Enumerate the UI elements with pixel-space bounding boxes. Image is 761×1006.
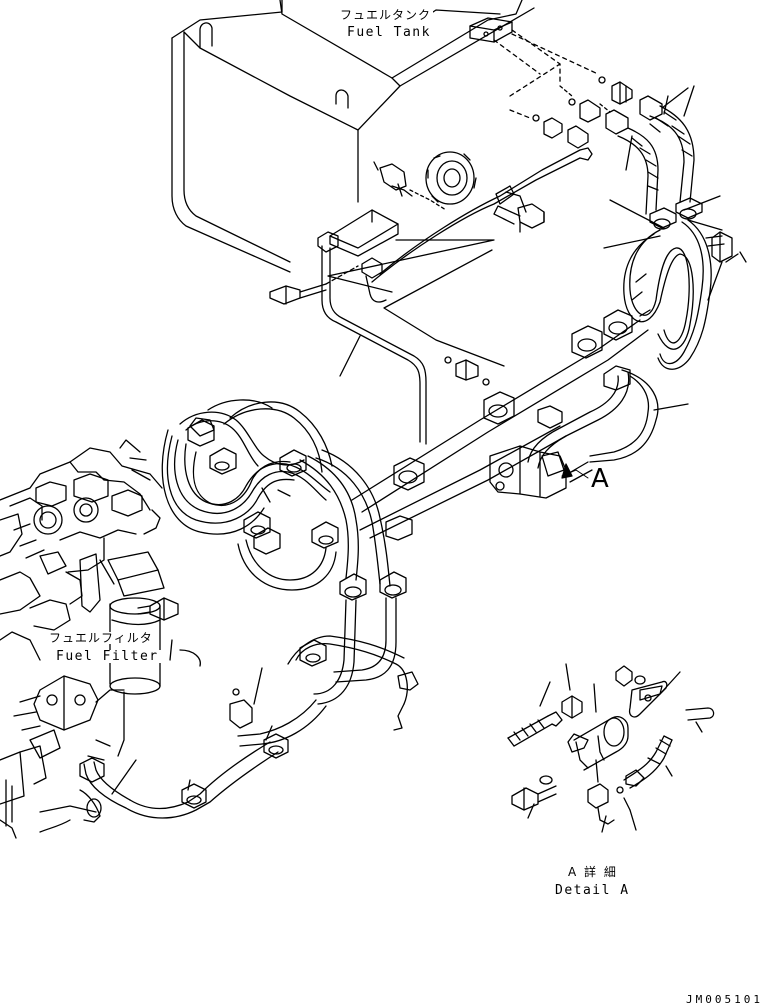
leader-lines-misc [661, 87, 689, 115]
lower-hose [79, 725, 289, 819]
fuel-filter-label-en: Fuel Filter [54, 649, 161, 664]
detail-a-label-jp: A 詳 細 [568, 865, 618, 879]
fuel-tank [171, 0, 535, 273]
fuel-tank-label-en: Fuel Tank [345, 25, 433, 40]
leader-lines-top-right [603, 85, 747, 263]
right-clamps-coil [623, 197, 739, 370]
fuel-filter-label-jp: フュエルフィルタ [47, 631, 155, 645]
upper-fittings [493, 29, 695, 215]
main-tube-run [351, 309, 689, 541]
detail-a-parts [507, 663, 715, 833]
drawing-code: JM005101 [686, 993, 761, 1006]
view-arrow-label: A [591, 464, 609, 494]
hose-bundle [161, 399, 419, 747]
detail-a-label-en: Detail A [555, 883, 630, 898]
fuel-tank-label-jp: フュエルタンク [338, 8, 434, 22]
engine-area [0, 439, 201, 839]
tank-feed-lines [269, 147, 593, 445]
